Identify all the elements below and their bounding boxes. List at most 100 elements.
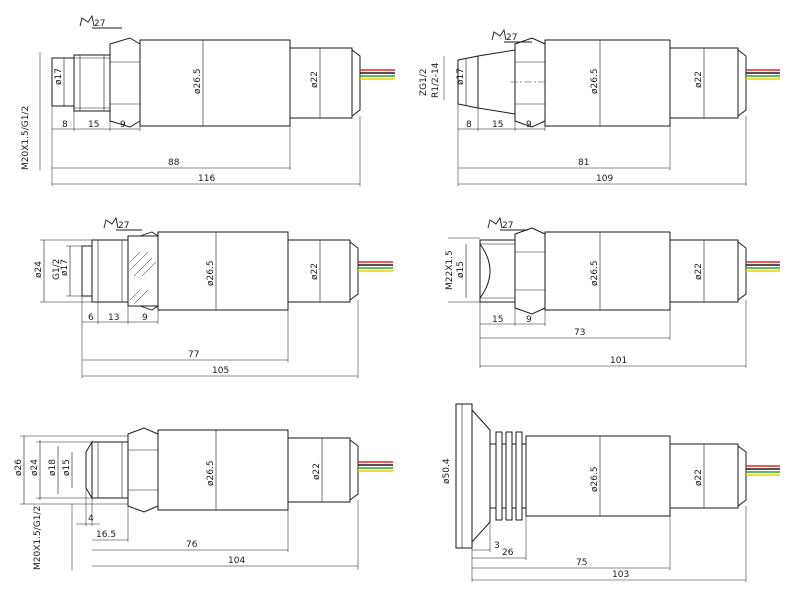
dim-l3: 3 — [494, 541, 500, 551]
thread-label: G1/2 — [52, 259, 62, 280]
dim-l9: 9 — [120, 120, 126, 130]
dim-total-75: 75 — [576, 558, 587, 568]
dim-l13: 13 — [108, 313, 119, 323]
hex-label: 27 — [118, 221, 129, 231]
dim-d22: ø22 — [694, 71, 704, 88]
cable-wires — [358, 261, 393, 272]
dim-total-103: 103 — [612, 570, 629, 580]
cooling-fin-1 — [495, 431, 503, 521]
main-body — [544, 39, 671, 127]
dim-d24: ø24 — [30, 459, 40, 476]
thread-section — [91, 239, 129, 303]
dim-d24: ø24 — [34, 261, 44, 278]
dim-l8: 8 — [466, 120, 472, 130]
thread-label-2: R1/2-14 — [431, 62, 441, 98]
dim-d17: ø17 — [60, 259, 70, 276]
hex-label: 27 — [506, 33, 517, 43]
cable-gland — [289, 47, 353, 119]
wrench-icon — [103, 216, 119, 229]
dim-d26: ø26 — [14, 459, 24, 476]
dim-l15: 15 — [88, 120, 99, 130]
cable-wires — [746, 465, 780, 476]
drawing-6: ø50.4 ø26.5 ø22 3 26 75 103 — [442, 403, 780, 582]
dim-d22: ø22 — [694, 469, 704, 486]
dim-total-101: 101 — [610, 356, 627, 366]
cooling-fin-2 — [505, 431, 513, 521]
hex-nut — [514, 227, 546, 315]
drawing-5: ø26 ø24 ø18 ø15 M20X1.5/G1/2 ø26.5 ø22 4… — [14, 427, 393, 570]
dim-total-105: 105 — [212, 366, 229, 376]
dim-l9: 9 — [526, 120, 532, 130]
drawing-3: 27 ø24 ø17 G1/2 ø26.5 ø22 6 13 9 77 105 — [34, 216, 393, 378]
cable-gland — [287, 239, 351, 303]
dim-total-104: 104 — [228, 556, 245, 566]
tapered-thread — [477, 49, 516, 115]
drawing-1: 27 ø17 ø26.5 ø22 M20X1.5/G1/2 8 15 9 88 … — [21, 14, 395, 186]
dim-total-81: 81 — [578, 158, 589, 168]
hex-nut — [514, 37, 546, 128]
dim-l165: 16.5 — [96, 530, 116, 540]
drawing-4: 27 M22X1.5 ø15 ø26.5 ø22 15 9 73 101 — [445, 216, 780, 368]
dim-l4: 4 — [88, 514, 94, 524]
main-body — [157, 231, 289, 311]
cable-wires — [746, 69, 780, 80]
section-hatch — [129, 251, 157, 305]
dim-d22: ø22 — [310, 263, 320, 280]
wrench-icon — [491, 28, 507, 41]
cable-gland — [287, 437, 351, 503]
cable-wires — [358, 461, 393, 472]
thread-section — [73, 54, 111, 112]
dim-total-109: 109 — [596, 174, 613, 184]
dim-l8: 8 — [62, 120, 68, 130]
thread-label: M22X1.5 — [445, 250, 455, 290]
cable-wires — [746, 261, 780, 272]
dim-d17: ø17 — [456, 68, 466, 85]
dim-l15: 15 — [492, 120, 503, 130]
dim-d22: ø22 — [694, 263, 704, 280]
cable-wires — [360, 69, 395, 80]
main-body — [525, 435, 671, 517]
thread-label: ZG1/2 — [419, 68, 429, 96]
drawing-2: 27 ø17 ø26.5 ø22 ZG1/2 R1/2-14 8 15 9 81… — [419, 28, 780, 186]
dim-d504: ø50.4 — [442, 458, 452, 484]
dim-total-77: 77 — [188, 350, 199, 360]
sectioned-hex — [127, 235, 159, 307]
dim-d18: ø18 — [48, 459, 58, 476]
dim-total-76: 76 — [186, 540, 198, 550]
dim-d15: ø15 — [62, 459, 72, 476]
main-body — [139, 39, 291, 127]
dim-d265: ø26.5 — [590, 466, 600, 492]
dim-d265: ø26.5 — [590, 260, 600, 286]
dim-l9: 9 — [526, 315, 532, 325]
dim-d265: ø26.5 — [206, 460, 216, 486]
hex-nut — [127, 427, 159, 513]
dim-l26: 26 — [502, 548, 514, 558]
wrench-icon — [79, 14, 95, 27]
dim-d22: ø22 — [310, 71, 320, 88]
dim-l6: 6 — [88, 313, 94, 323]
dim-l9: 9 — [142, 313, 148, 323]
dim-l15: 15 — [492, 315, 503, 325]
hex-nut — [109, 37, 141, 128]
thread-section — [91, 441, 129, 499]
hex-label: 27 — [94, 19, 105, 29]
dim-d265: ø26.5 — [193, 68, 203, 94]
dim-d15: ø15 — [456, 261, 466, 278]
dim-d265: ø26.5 — [590, 68, 600, 94]
cooling-fin-3 — [515, 431, 523, 521]
fitting-nose — [81, 245, 93, 297]
dim-d265: ø26.5 — [206, 260, 216, 286]
hex-label: 27 — [502, 221, 513, 231]
dim-total-73: 73 — [574, 328, 585, 338]
clamp-flange — [455, 403, 473, 549]
dim-total-116: 116 — [198, 174, 215, 184]
thread-label: M20X1.5/G1/2 — [21, 106, 31, 170]
wrench-icon — [487, 216, 503, 229]
thread-label: M20X1.5/G1/2 — [33, 506, 43, 570]
main-body — [544, 231, 671, 311]
main-body — [157, 429, 289, 511]
dim-d22: ø22 — [312, 463, 322, 480]
flush-diaphragm — [85, 440, 93, 500]
